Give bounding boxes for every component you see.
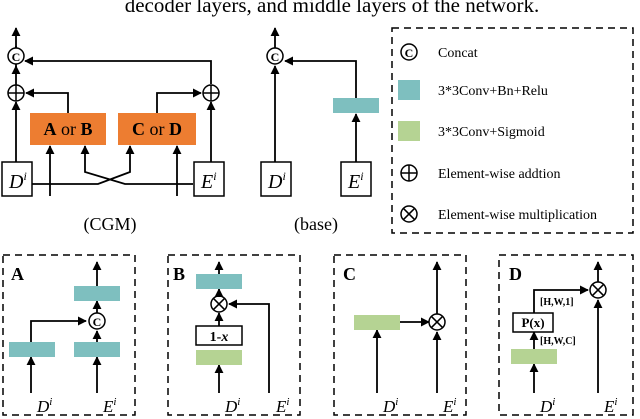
panel-d-op-label: P(x) [521, 315, 544, 330]
panel-d-input-d: Di [539, 396, 555, 416]
legend: C Concat 3*3Conv+Bn+Relu 3*3Conv+Sigmoid… [391, 27, 634, 234]
concat-icon [400, 43, 418, 61]
concat-symbol: C [12, 50, 21, 64]
legend-label-conv-sigmoid: 3*3Conv+Sigmoid [438, 125, 545, 140]
base-input-d-label: Di [267, 169, 286, 193]
block-c-or-d [118, 113, 196, 145]
panel-a-conv-block-out [74, 286, 120, 301]
panel-b-conv-block [196, 274, 242, 289]
panel-d-dim-bottom: [H,W,C] [540, 336, 576, 347]
cross-stroke [430, 315, 444, 329]
panel-c-title: C [343, 264, 356, 284]
panel-c-input-d: Di [382, 396, 398, 416]
panel-c: C Di Ei [333, 254, 467, 416]
panel-c-box [333, 254, 467, 416]
panel-a-input-e: Ei [102, 396, 116, 416]
base-input-e [340, 161, 372, 197]
cross-stroke [402, 207, 416, 221]
panel-b-title: B [173, 264, 185, 284]
panel-a: A C Di Ei [2, 254, 136, 416]
panel-b-box [167, 254, 301, 416]
panel-b-op-label: 1-x [210, 330, 229, 345]
panel-d-box [498, 254, 634, 416]
panel-b-input-d: Di [224, 396, 240, 416]
block-c-or-d-label: C or D [132, 119, 182, 139]
concat-symbol: C [405, 46, 414, 60]
base-input-e-label: Ei [347, 169, 364, 193]
green-swatch [398, 121, 420, 141]
panel-d-dim-top: [H,W,1] [540, 297, 574, 308]
cgm-edge [30, 145, 135, 185]
base-conv-bn-relu-block [333, 98, 379, 113]
cgm-caption: (CGM) [84, 214, 137, 235]
panel-d-edge [533, 285, 589, 313]
legend-label-concat: Concat [438, 46, 478, 61]
cross-stroke [212, 297, 226, 311]
base-caption: (base) [294, 214, 338, 235]
panel-c-input-e: Ei [442, 396, 456, 416]
base-edge [284, 56, 357, 98]
cgm-edge [80, 145, 193, 185]
block-a-or-b [30, 113, 106, 145]
panel-a-conv-block-e [74, 342, 120, 357]
teal-swatch [398, 80, 420, 100]
panel-b: B 1-x Di Ei [167, 254, 301, 416]
panel-b-input-e: Ei [275, 396, 289, 416]
cgm-input-e [193, 161, 225, 197]
panel-a-title: A [11, 264, 24, 284]
panel-a-edge [30, 316, 87, 342]
legend-label-addition: Element-wise addtion [438, 167, 560, 182]
panel-a-input-d: Di [36, 396, 52, 416]
cgm-edge [25, 88, 69, 113]
panel-b-sigmoid-block [196, 350, 242, 365]
panel-d-title: D [509, 264, 522, 284]
panel-c-sigmoid-block [354, 315, 400, 330]
panel-a-box [2, 254, 136, 416]
cgm-input-d-label: Di [8, 169, 27, 193]
cgm-diagram: C A or B C or D Di Ei (CGM) [1, 27, 225, 235]
base-input-d [260, 161, 292, 197]
panel-d: D [H,W,C] P(x) [H,W,1] Di Ei [498, 254, 634, 416]
panel-d-op-box [512, 312, 554, 333]
panel-d-input-e: Ei [603, 396, 617, 416]
cgm-edge [156, 88, 202, 113]
concat-symbol: C [271, 50, 280, 64]
panel-b-edge [228, 299, 270, 393]
legend-box [391, 27, 634, 234]
cgm-input-e-label: Ei [200, 169, 217, 193]
block-a-or-b-label: A or B [43, 119, 92, 139]
panel-a-conv-block-d [9, 342, 55, 357]
cross-stroke [591, 283, 605, 297]
base-diagram: C Di Ei (base) [260, 27, 379, 235]
cgm-input-d [1, 161, 33, 197]
cgm-edge [24, 56, 212, 84]
header-text-fragment: decoder layers, and middle layers of the… [125, 0, 540, 17]
legend-label-conv-bn-relu: 3*3Conv+Bn+Relu [438, 84, 548, 99]
concat-symbol: C [93, 315, 102, 329]
panel-d-sigmoid-block [511, 349, 557, 364]
legend-label-multiplication: Element-wise multiplication [438, 208, 597, 223]
